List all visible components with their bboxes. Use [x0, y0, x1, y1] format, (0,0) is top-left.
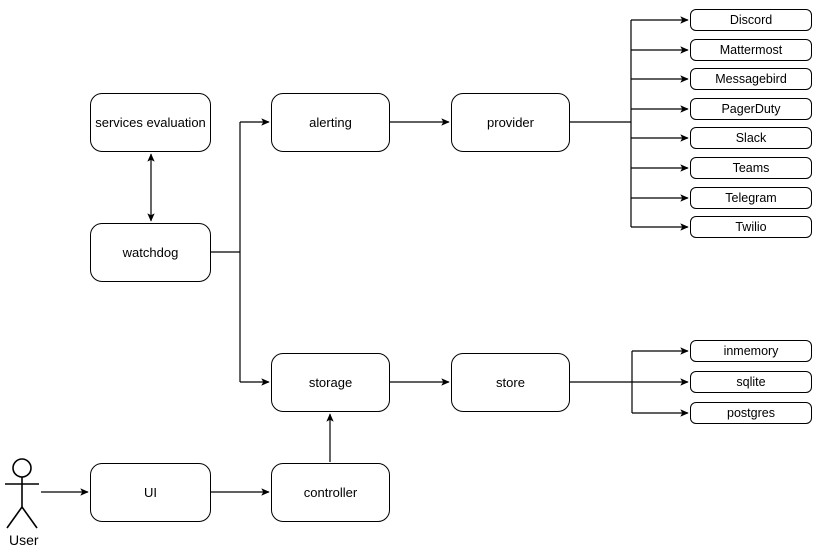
node-store[interactable]: store — [451, 353, 570, 412]
node-services-evaluation-label: services evaluation — [95, 115, 206, 130]
node-provider-mattermost[interactable]: Mattermost — [690, 39, 812, 61]
node-store-inmemory-label: inmemory — [723, 343, 779, 358]
node-storage-label: storage — [308, 375, 353, 390]
node-provider-twilio-label: Twilio — [735, 219, 767, 234]
stick-figure-icon — [5, 458, 39, 529]
node-provider-slack[interactable]: Slack — [690, 127, 812, 149]
node-store-sqlite-label: sqlite — [736, 374, 766, 389]
node-services-evaluation[interactable]: services evaluation — [90, 93, 211, 152]
node-store-postgres-label: postgres — [727, 405, 775, 420]
node-provider-discord-label: Discord — [729, 12, 773, 27]
node-provider-twilio[interactable]: Twilio — [690, 216, 812, 238]
node-watchdog[interactable]: watchdog — [90, 223, 211, 282]
node-ui-label: UI — [144, 485, 157, 500]
node-storage[interactable]: storage — [271, 353, 390, 412]
node-controller-label: controller — [303, 485, 358, 500]
node-alerting-label: alerting — [309, 115, 352, 130]
node-provider-discord[interactable]: Discord — [690, 9, 812, 31]
node-provider-pagerduty-label: PagerDuty — [721, 101, 781, 116]
node-provider-messagebird-label: Messagebird — [715, 71, 787, 86]
node-provider-slack-label: Slack — [735, 130, 767, 145]
node-store-postgres[interactable]: postgres — [690, 402, 812, 424]
node-provider-teams-label: Teams — [732, 160, 770, 175]
node-provider-mattermost-label: Mattermost — [719, 42, 783, 57]
node-provider-teams[interactable]: Teams — [690, 157, 812, 179]
node-ui[interactable]: UI — [90, 463, 211, 522]
node-provider-messagebird[interactable]: Messagebird — [690, 68, 812, 90]
node-provider-pagerduty[interactable]: PagerDuty — [690, 98, 812, 120]
node-provider-telegram-label: Telegram — [725, 190, 777, 205]
node-controller[interactable]: controller — [271, 463, 390, 522]
actor-user-label: User — [9, 532, 39, 548]
node-provider-label: provider — [487, 115, 534, 130]
node-provider-telegram[interactable]: Telegram — [690, 187, 812, 209]
node-store-sqlite[interactable]: sqlite — [690, 371, 812, 393]
node-store-inmemory[interactable]: inmemory — [690, 340, 812, 362]
node-store-label: store — [496, 375, 525, 390]
node-watchdog-label: watchdog — [122, 245, 179, 260]
node-provider[interactable]: provider — [451, 93, 570, 152]
node-alerting[interactable]: alerting — [271, 93, 390, 152]
